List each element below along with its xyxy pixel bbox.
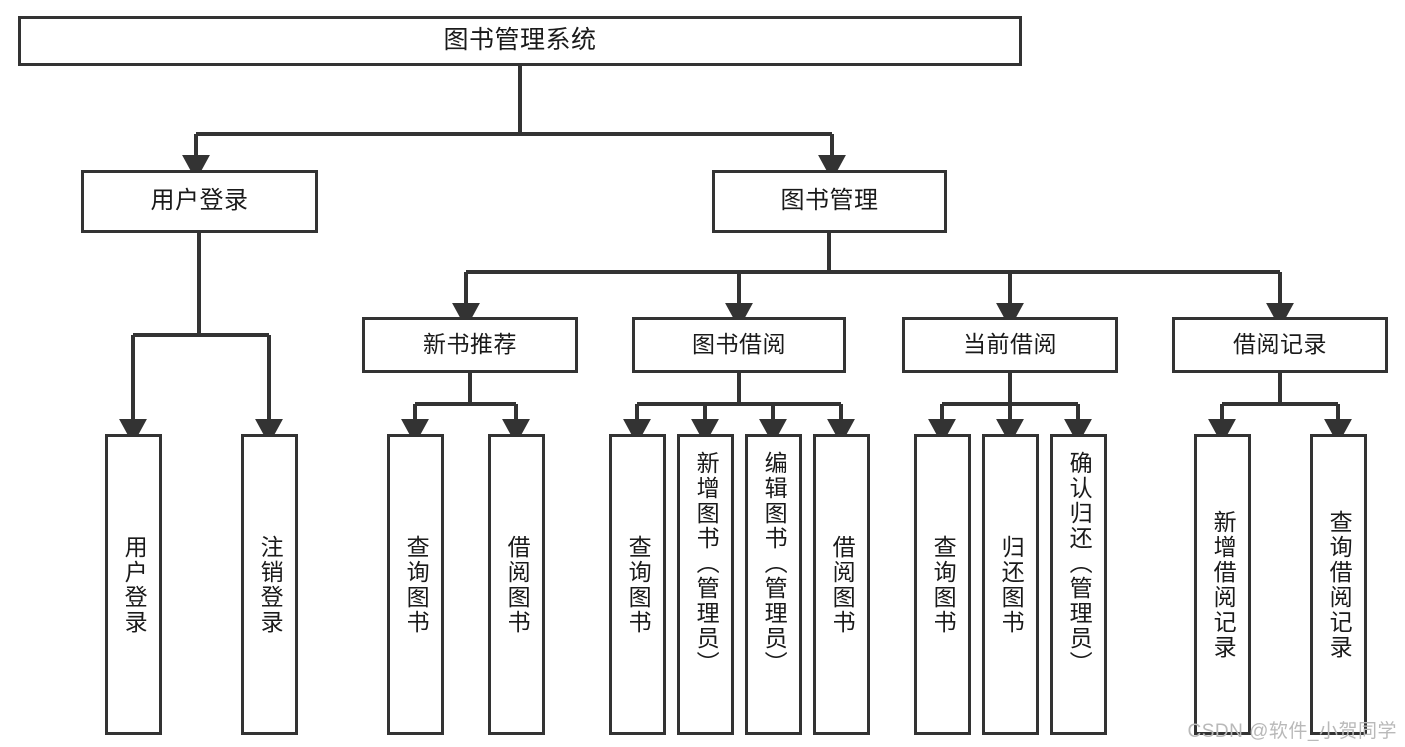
node-book-management[interactable]: 图书管理 xyxy=(712,170,947,233)
node-label: 借阅图书 xyxy=(829,534,856,635)
node-label: 新增图书（管理员） xyxy=(693,451,720,676)
leaf-borrow-book-2[interactable]: 借阅图书 xyxy=(813,434,870,735)
node-label: 图书管理 xyxy=(780,187,879,215)
csdn-watermark: CSDN @软件_小贺同学 xyxy=(1187,721,1397,742)
node-label: 新书推荐 xyxy=(423,331,517,358)
leaf-borrow-book-1[interactable]: 借阅图书 xyxy=(488,434,545,735)
node-current-borrow[interactable]: 当前借阅 xyxy=(902,317,1118,373)
node-label: 图书管理系统 xyxy=(443,26,597,55)
leaf-return-book[interactable]: 归还图书 xyxy=(982,434,1039,735)
leaf-query-book-3[interactable]: 查询图书 xyxy=(914,434,971,735)
leaf-user-login[interactable]: 用户登录 xyxy=(105,434,162,735)
node-label: 用户登录 xyxy=(121,534,148,635)
leaf-query-book-2[interactable]: 查询图书 xyxy=(609,434,666,735)
node-label: 当前借阅 xyxy=(963,331,1057,358)
node-borrow-record[interactable]: 借阅记录 xyxy=(1172,317,1388,373)
node-user-login[interactable]: 用户登录 xyxy=(81,170,318,233)
node-book-borrow[interactable]: 图书借阅 xyxy=(632,317,846,373)
node-label: 借阅图书 xyxy=(504,534,531,635)
leaf-confirm-return-admin[interactable]: 确认归还（管理员） xyxy=(1050,434,1107,735)
node-label: 借阅记录 xyxy=(1233,331,1327,358)
leaf-logout[interactable]: 注销登录 xyxy=(241,434,298,735)
leaf-edit-book-admin[interactable]: 编辑图书（管理员） xyxy=(745,434,802,735)
leaf-add-book-admin[interactable]: 新增图书（管理员） xyxy=(677,434,734,735)
node-label: 图书借阅 xyxy=(692,331,786,358)
leaf-add-borrow-record[interactable]: 新增借阅记录 xyxy=(1194,434,1251,735)
node-label: 编辑图书（管理员） xyxy=(761,451,788,676)
node-label: 用户登录 xyxy=(150,187,249,215)
leaf-query-borrow-record[interactable]: 查询借阅记录 xyxy=(1310,434,1367,735)
node-label: 新增借阅记录 xyxy=(1210,509,1237,660)
node-label: 确认归还（管理员） xyxy=(1066,451,1093,676)
leaf-query-book-1[interactable]: 查询图书 xyxy=(387,434,444,735)
node-label: 归还图书 xyxy=(998,534,1025,635)
node-label: 查询借阅记录 xyxy=(1326,509,1353,660)
node-root-book-management-system[interactable]: 图书管理系统 xyxy=(18,16,1022,66)
node-label: 查询图书 xyxy=(403,534,430,635)
node-new-book-recommend[interactable]: 新书推荐 xyxy=(362,317,578,373)
node-label: 查询图书 xyxy=(625,534,652,635)
node-label: 注销登录 xyxy=(257,534,284,635)
node-label: 查询图书 xyxy=(930,534,957,635)
